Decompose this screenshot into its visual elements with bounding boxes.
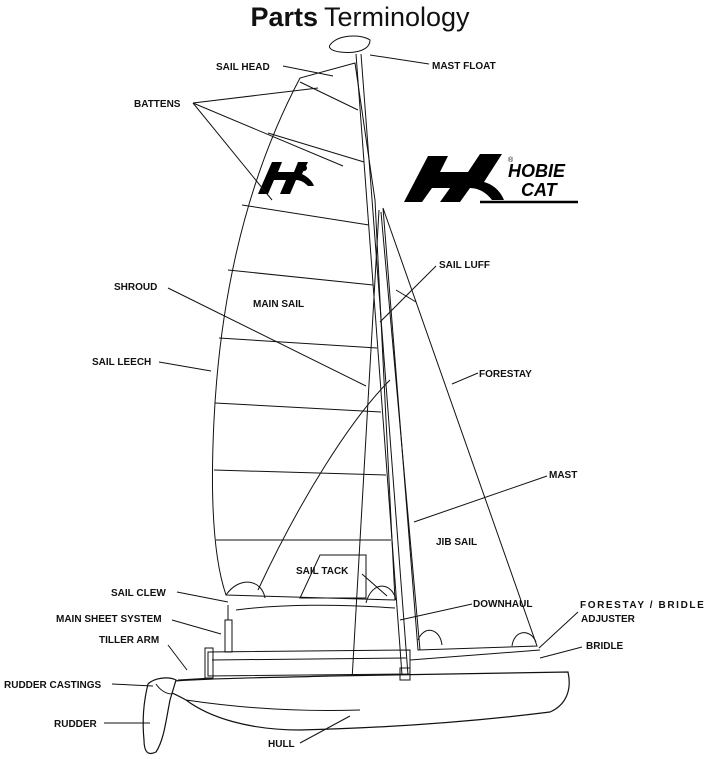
hobie-sail-logo-icon: [258, 162, 314, 194]
title-bold: Parts: [250, 2, 318, 32]
label-shroud: SHROUD: [114, 282, 157, 293]
label-mast: MAST: [549, 470, 577, 481]
jib-sail: [382, 207, 538, 651]
label-mast-float: MAST FLOAT: [432, 61, 496, 72]
label-sail-leech: SAIL LEECH: [92, 357, 151, 368]
label-bridle: BRIDLE: [586, 641, 624, 652]
label-forestay: FORESTAY: [479, 369, 532, 380]
title-regular: Terminology: [323, 2, 470, 32]
leader-lines: [104, 54, 583, 744]
hull: [142, 605, 570, 755]
label-hull: HULL: [268, 739, 295, 750]
main-sail: [212, 62, 397, 611]
logo-cat-text: CAT: [521, 180, 559, 200]
label-battens: BATTENS: [134, 99, 181, 110]
label-downhaul: DOWNHAUL: [473, 599, 532, 610]
label-forestay-bridle: FORESTAY / BRIDLE: [580, 600, 705, 611]
label-sail-head: SAIL HEAD: [216, 62, 270, 73]
label-sail-tack: SAIL TACK: [296, 566, 349, 577]
label-main-sail: MAIN SAIL: [253, 299, 304, 310]
mast-float-icon: [329, 35, 371, 53]
hobie-cat-logo-icon: HOBIE CAT ®: [404, 154, 578, 204]
mast: [351, 53, 421, 681]
label-tiller-arm: TILLER ARM: [99, 635, 159, 646]
label-adjuster: ADJUSTER: [581, 614, 636, 625]
label-sail-luff: SAIL LUFF: [439, 260, 490, 271]
logo-hobie-text: HOBIE: [508, 161, 566, 181]
label-jib-sail: JIB SAIL: [436, 537, 477, 548]
logo-registered-mark: ®: [508, 156, 514, 164]
label-main-sheet-system: MAIN SHEET SYSTEM: [56, 614, 162, 625]
label-sail-clew: SAIL CLEW: [111, 588, 166, 599]
label-rudder: RUDDER: [54, 719, 98, 730]
label-rudder-castings: RUDDER CASTINGS: [4, 680, 102, 691]
